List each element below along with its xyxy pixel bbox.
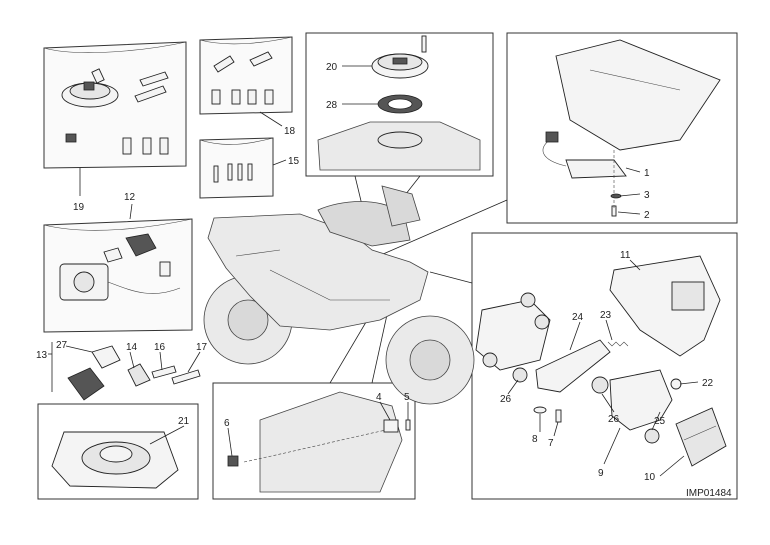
bracket-frame xyxy=(475,292,551,371)
bolts-icon xyxy=(122,137,169,155)
pins-icon xyxy=(213,163,253,183)
lock-insert-icon xyxy=(65,133,77,143)
callout-8: 8 xyxy=(532,434,538,445)
kit-bag-18 xyxy=(199,36,293,115)
bracket-9 xyxy=(609,369,673,431)
callout-labels: 19 12 18 15 20 28 1 3 2 11 23 24 26 26 2… xyxy=(36,62,714,483)
screw-7 xyxy=(555,409,562,423)
detail-frame-antenna xyxy=(212,382,416,500)
callout-23: 23 xyxy=(600,310,612,321)
callout-19: 19 xyxy=(73,202,85,213)
connector-6 xyxy=(227,455,239,467)
cover-11 xyxy=(609,255,721,357)
fairing-inner-panel xyxy=(243,391,403,493)
callout-27: 27 xyxy=(56,340,68,351)
bracket-24 xyxy=(535,339,611,393)
damper-26b xyxy=(591,376,609,394)
callout-14: 14 xyxy=(126,342,138,353)
callout-3: 3 xyxy=(644,190,650,201)
damper-25 xyxy=(644,428,660,444)
callout-20: 20 xyxy=(326,62,338,73)
callout-17: 17 xyxy=(196,342,208,353)
nut-22 xyxy=(670,378,682,390)
fuel-cap-20 xyxy=(371,35,429,79)
key-fob-13 xyxy=(67,367,105,401)
kit-bag-19 xyxy=(43,41,187,169)
key-blade-17 xyxy=(171,369,201,385)
callout-24: 24 xyxy=(572,312,584,323)
fairing-panel xyxy=(555,39,721,151)
callout-11: 11 xyxy=(620,250,631,261)
damper-26a xyxy=(512,367,528,383)
callout-21: 21 xyxy=(178,416,190,427)
detail-frame-fairing xyxy=(506,32,738,224)
detail-frame-fuel-cap xyxy=(305,32,494,177)
callout-4: 4 xyxy=(376,392,382,403)
key-fob-icon xyxy=(103,233,157,263)
screw-5 xyxy=(405,419,411,431)
spring-23 xyxy=(607,341,629,347)
kit-bag-12 xyxy=(43,218,193,333)
washer-8 xyxy=(533,406,547,414)
bushings-icon xyxy=(211,89,274,105)
callout-28: 28 xyxy=(326,100,338,111)
key-blade-16 xyxy=(151,365,177,379)
key-icon xyxy=(134,71,169,103)
callout-6: 6 xyxy=(224,418,230,429)
callout-9: 9 xyxy=(598,468,604,479)
ignition-switch-icon xyxy=(59,263,109,301)
callout-5: 5 xyxy=(404,392,410,403)
callout-26-left: 26 xyxy=(500,394,512,405)
callout-25: 25 xyxy=(654,416,666,427)
callout-10: 10 xyxy=(644,472,656,483)
callout-1: 1 xyxy=(644,168,650,179)
key-case-27 xyxy=(91,345,121,369)
callout-15: 15 xyxy=(288,156,300,167)
callout-16: 16 xyxy=(154,342,166,353)
callout-26-right: 26 xyxy=(608,414,620,425)
callout-13: 13 xyxy=(36,350,48,361)
callout-leaders xyxy=(48,65,699,477)
callout-7: 7 xyxy=(548,438,554,449)
callout-22: 22 xyxy=(702,378,714,389)
drawing-code: IMP01484 xyxy=(686,488,732,499)
fuel-cap-cover-21 xyxy=(51,431,179,489)
clip-4 xyxy=(383,419,399,433)
key-cover-14 xyxy=(127,363,151,387)
ecu-10 xyxy=(675,407,727,467)
wiring-icon xyxy=(107,281,181,294)
callout-12: 12 xyxy=(124,192,136,203)
fuel-tank-top xyxy=(317,121,481,171)
kit-bag-15 xyxy=(199,137,274,199)
motorcycle-illustration xyxy=(203,185,475,405)
detail-frame-cover xyxy=(37,403,199,500)
washer-3 xyxy=(610,193,622,199)
gasket-28 xyxy=(377,94,423,114)
callout-18: 18 xyxy=(284,126,296,137)
fuel-cap-part-icon xyxy=(61,68,119,108)
antenna-module-1 xyxy=(542,131,627,179)
connector-icon xyxy=(159,261,171,277)
latch-icon xyxy=(213,51,273,73)
callout-2: 2 xyxy=(644,210,650,221)
